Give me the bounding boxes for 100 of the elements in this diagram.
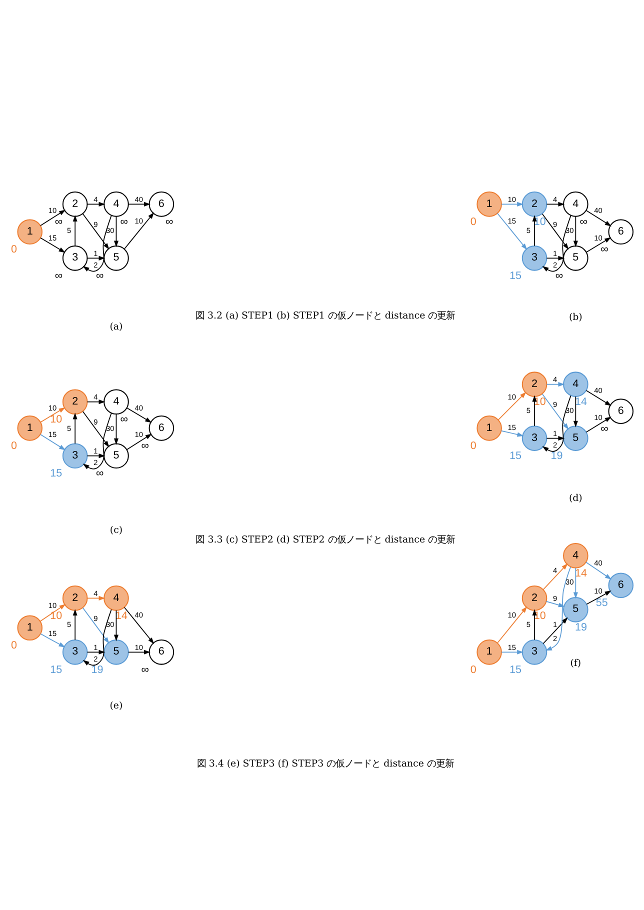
node-label: 15 bbox=[510, 450, 522, 462]
edge-label: 10 bbox=[134, 643, 143, 652]
edge-label: 5 bbox=[66, 424, 72, 433]
edge-label: 9 bbox=[553, 400, 558, 410]
edge-label: 30 bbox=[565, 578, 574, 587]
arrow bbox=[542, 213, 569, 250]
arrow bbox=[124, 212, 154, 250]
arrow bbox=[86, 400, 106, 404]
edge-label: 40 bbox=[134, 195, 143, 204]
arrow bbox=[546, 382, 565, 387]
edge-label: 9 bbox=[553, 594, 558, 603]
arrow bbox=[124, 606, 154, 644]
arrow bbox=[501, 650, 524, 654]
edge-label: 10 bbox=[594, 412, 602, 422]
node-circle: 1 bbox=[476, 416, 502, 441]
arrow bbox=[72, 609, 78, 640]
node-label: 19 bbox=[91, 664, 104, 676]
node-label: 0 bbox=[470, 216, 476, 228]
node-circle: 1 bbox=[476, 192, 502, 217]
edge-label: 10 bbox=[134, 216, 143, 226]
node-circle: 3 bbox=[522, 246, 548, 271]
arrow bbox=[128, 202, 150, 206]
node-circle: 6 bbox=[608, 219, 634, 244]
label: 図 3.2 (a) STEP1 (b) STEP1 の仮ノードと distance の更新 bbox=[196, 310, 456, 322]
arrow bbox=[126, 407, 152, 423]
label: (e) bbox=[110, 700, 123, 712]
node-circle: 2 bbox=[62, 586, 88, 611]
node-circle: 2 bbox=[522, 192, 548, 217]
node-label: 0 bbox=[470, 664, 476, 676]
edge-label: 1 bbox=[553, 620, 558, 630]
arrow bbox=[86, 650, 106, 654]
arrow bbox=[497, 606, 528, 644]
arrow bbox=[82, 213, 110, 250]
node-circle: 5 bbox=[563, 597, 588, 622]
arrow bbox=[586, 562, 612, 580]
edge-label: 15 bbox=[48, 628, 57, 638]
edge-label: 9 bbox=[94, 614, 98, 623]
node-circle: 1 bbox=[17, 416, 43, 441]
arrow bbox=[40, 604, 66, 622]
arrow bbox=[82, 609, 112, 666]
edge-label: 15 bbox=[48, 430, 57, 439]
label: (a) bbox=[110, 321, 123, 332]
node-label: 0 bbox=[10, 440, 17, 452]
node-label: 0 bbox=[10, 640, 17, 652]
edge-label: 1 bbox=[553, 249, 558, 258]
arrow bbox=[586, 590, 612, 605]
node-label: 0 bbox=[470, 440, 476, 452]
edge-label: 30 bbox=[106, 226, 114, 236]
node-circle: 6 bbox=[148, 192, 174, 217]
edge-label: 5 bbox=[526, 406, 531, 416]
arrow bbox=[497, 212, 528, 250]
arrow bbox=[126, 434, 152, 450]
node-circle: 4 bbox=[563, 372, 588, 397]
node-label: 15 bbox=[50, 664, 62, 676]
arrow bbox=[546, 436, 565, 441]
node-label: ∞ bbox=[96, 468, 104, 480]
edge-label: 2 bbox=[553, 260, 558, 270]
arrow bbox=[573, 396, 578, 428]
node-label: ∞ bbox=[165, 216, 174, 228]
arrow bbox=[498, 392, 526, 420]
arrow bbox=[86, 596, 106, 600]
label: (d) bbox=[568, 492, 582, 504]
edge-label: 2 bbox=[553, 634, 558, 644]
edge-label: 2 bbox=[553, 440, 558, 450]
edge-label: 40 bbox=[134, 610, 143, 620]
edge-label: 1 bbox=[94, 446, 98, 456]
node-circle: 1 bbox=[17, 219, 43, 244]
node-circle: 3 bbox=[522, 426, 548, 451]
arrow bbox=[86, 256, 106, 260]
node-circle: 4 bbox=[104, 586, 129, 611]
edge-label: 2 bbox=[94, 458, 98, 468]
edge-label: 15 bbox=[508, 216, 516, 226]
edge-label: 15 bbox=[48, 233, 57, 242]
arrow bbox=[542, 563, 568, 590]
arrow bbox=[72, 412, 78, 444]
edge-label: 1 bbox=[94, 643, 98, 652]
node-circle: 2 bbox=[522, 372, 548, 397]
edge-label: 10 bbox=[508, 610, 516, 620]
node-label: ∞ bbox=[580, 216, 588, 228]
node-circle: 6 bbox=[608, 572, 634, 598]
edge-label: 10 bbox=[134, 430, 143, 439]
label: (c) bbox=[110, 525, 123, 536]
edge-label: 10 bbox=[508, 392, 516, 402]
node-label: 15 bbox=[510, 270, 522, 282]
arrow bbox=[501, 202, 524, 206]
node-label: ∞ bbox=[555, 270, 564, 282]
arrow bbox=[532, 609, 537, 640]
arrow bbox=[500, 430, 524, 437]
arrow bbox=[542, 215, 572, 272]
edge-label: 5 bbox=[66, 620, 72, 630]
node-label: ∞ bbox=[120, 414, 128, 426]
edge-label: 30 bbox=[106, 424, 114, 433]
node-label: 15 bbox=[50, 468, 62, 480]
node-circle: 4 bbox=[104, 192, 129, 217]
edge-label: 40 bbox=[594, 386, 602, 395]
arrow bbox=[86, 454, 106, 458]
arrow bbox=[72, 215, 78, 246]
arrow bbox=[82, 411, 110, 448]
arrow bbox=[40, 633, 66, 648]
edge-label: 15 bbox=[508, 643, 516, 652]
